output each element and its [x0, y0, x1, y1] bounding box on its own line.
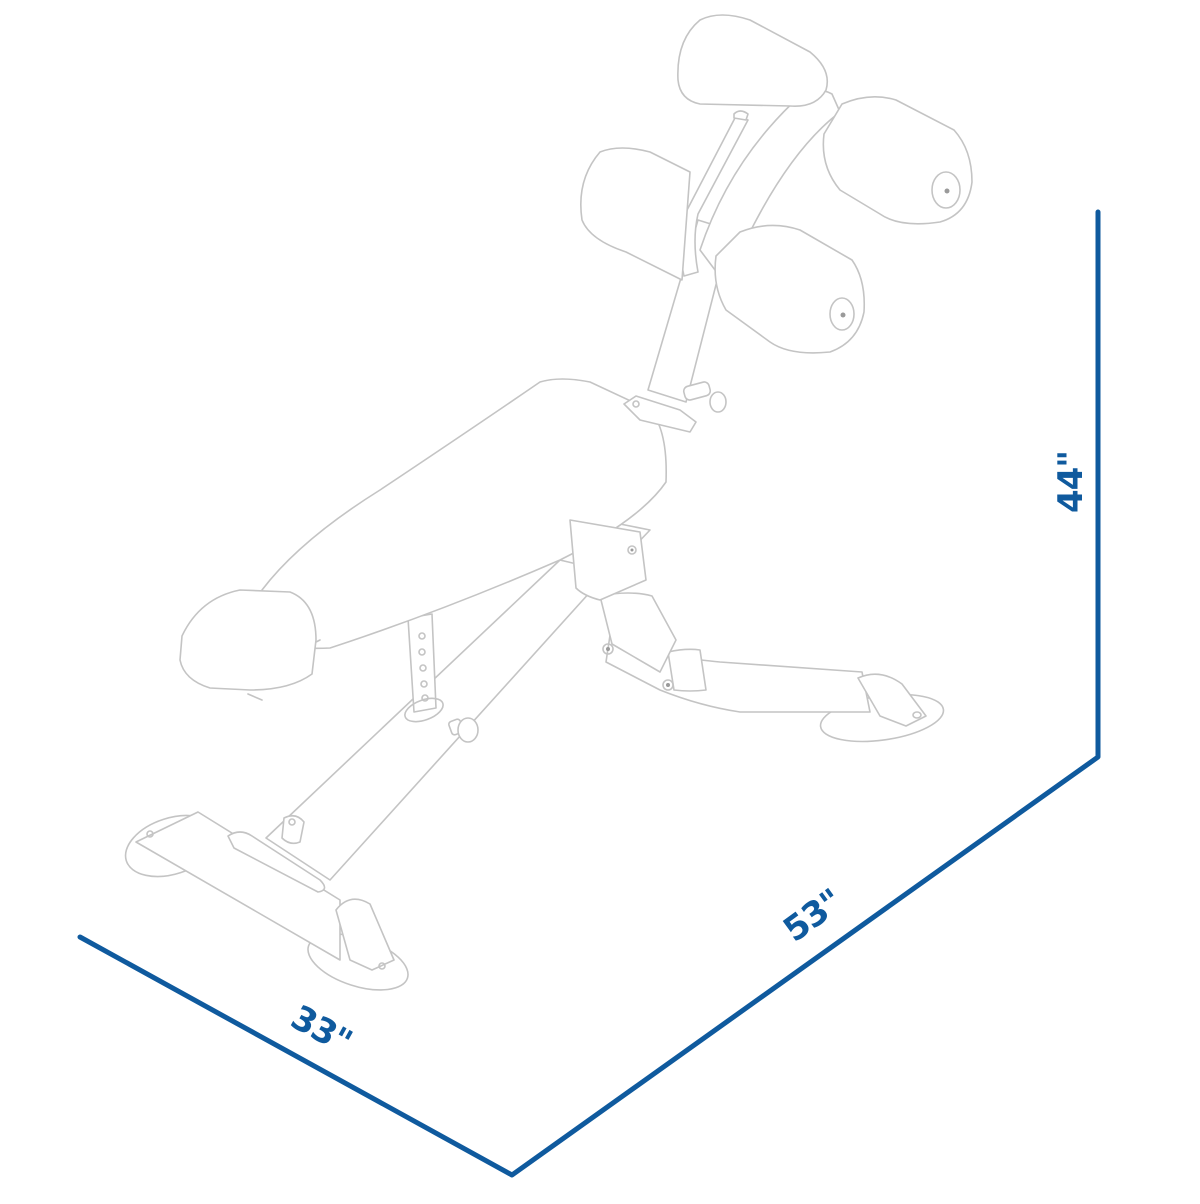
seat-pad: [261, 378, 667, 651]
roller-upper-front: [822, 96, 973, 225]
leg-roller-pads: [580, 14, 973, 354]
head-cushion: [179, 589, 317, 701]
roller-lower-front: [714, 224, 866, 354]
dimension-lines: [77, 209, 1101, 1178]
front-stabilizer: [124, 811, 409, 991]
height-dimension-label: 44": [1051, 450, 1092, 514]
roller-upper-back: [677, 14, 829, 107]
rear-stabilizer: [599, 592, 945, 743]
height-adjuster: [404, 613, 479, 743]
roller-lower-back: [580, 147, 691, 281]
